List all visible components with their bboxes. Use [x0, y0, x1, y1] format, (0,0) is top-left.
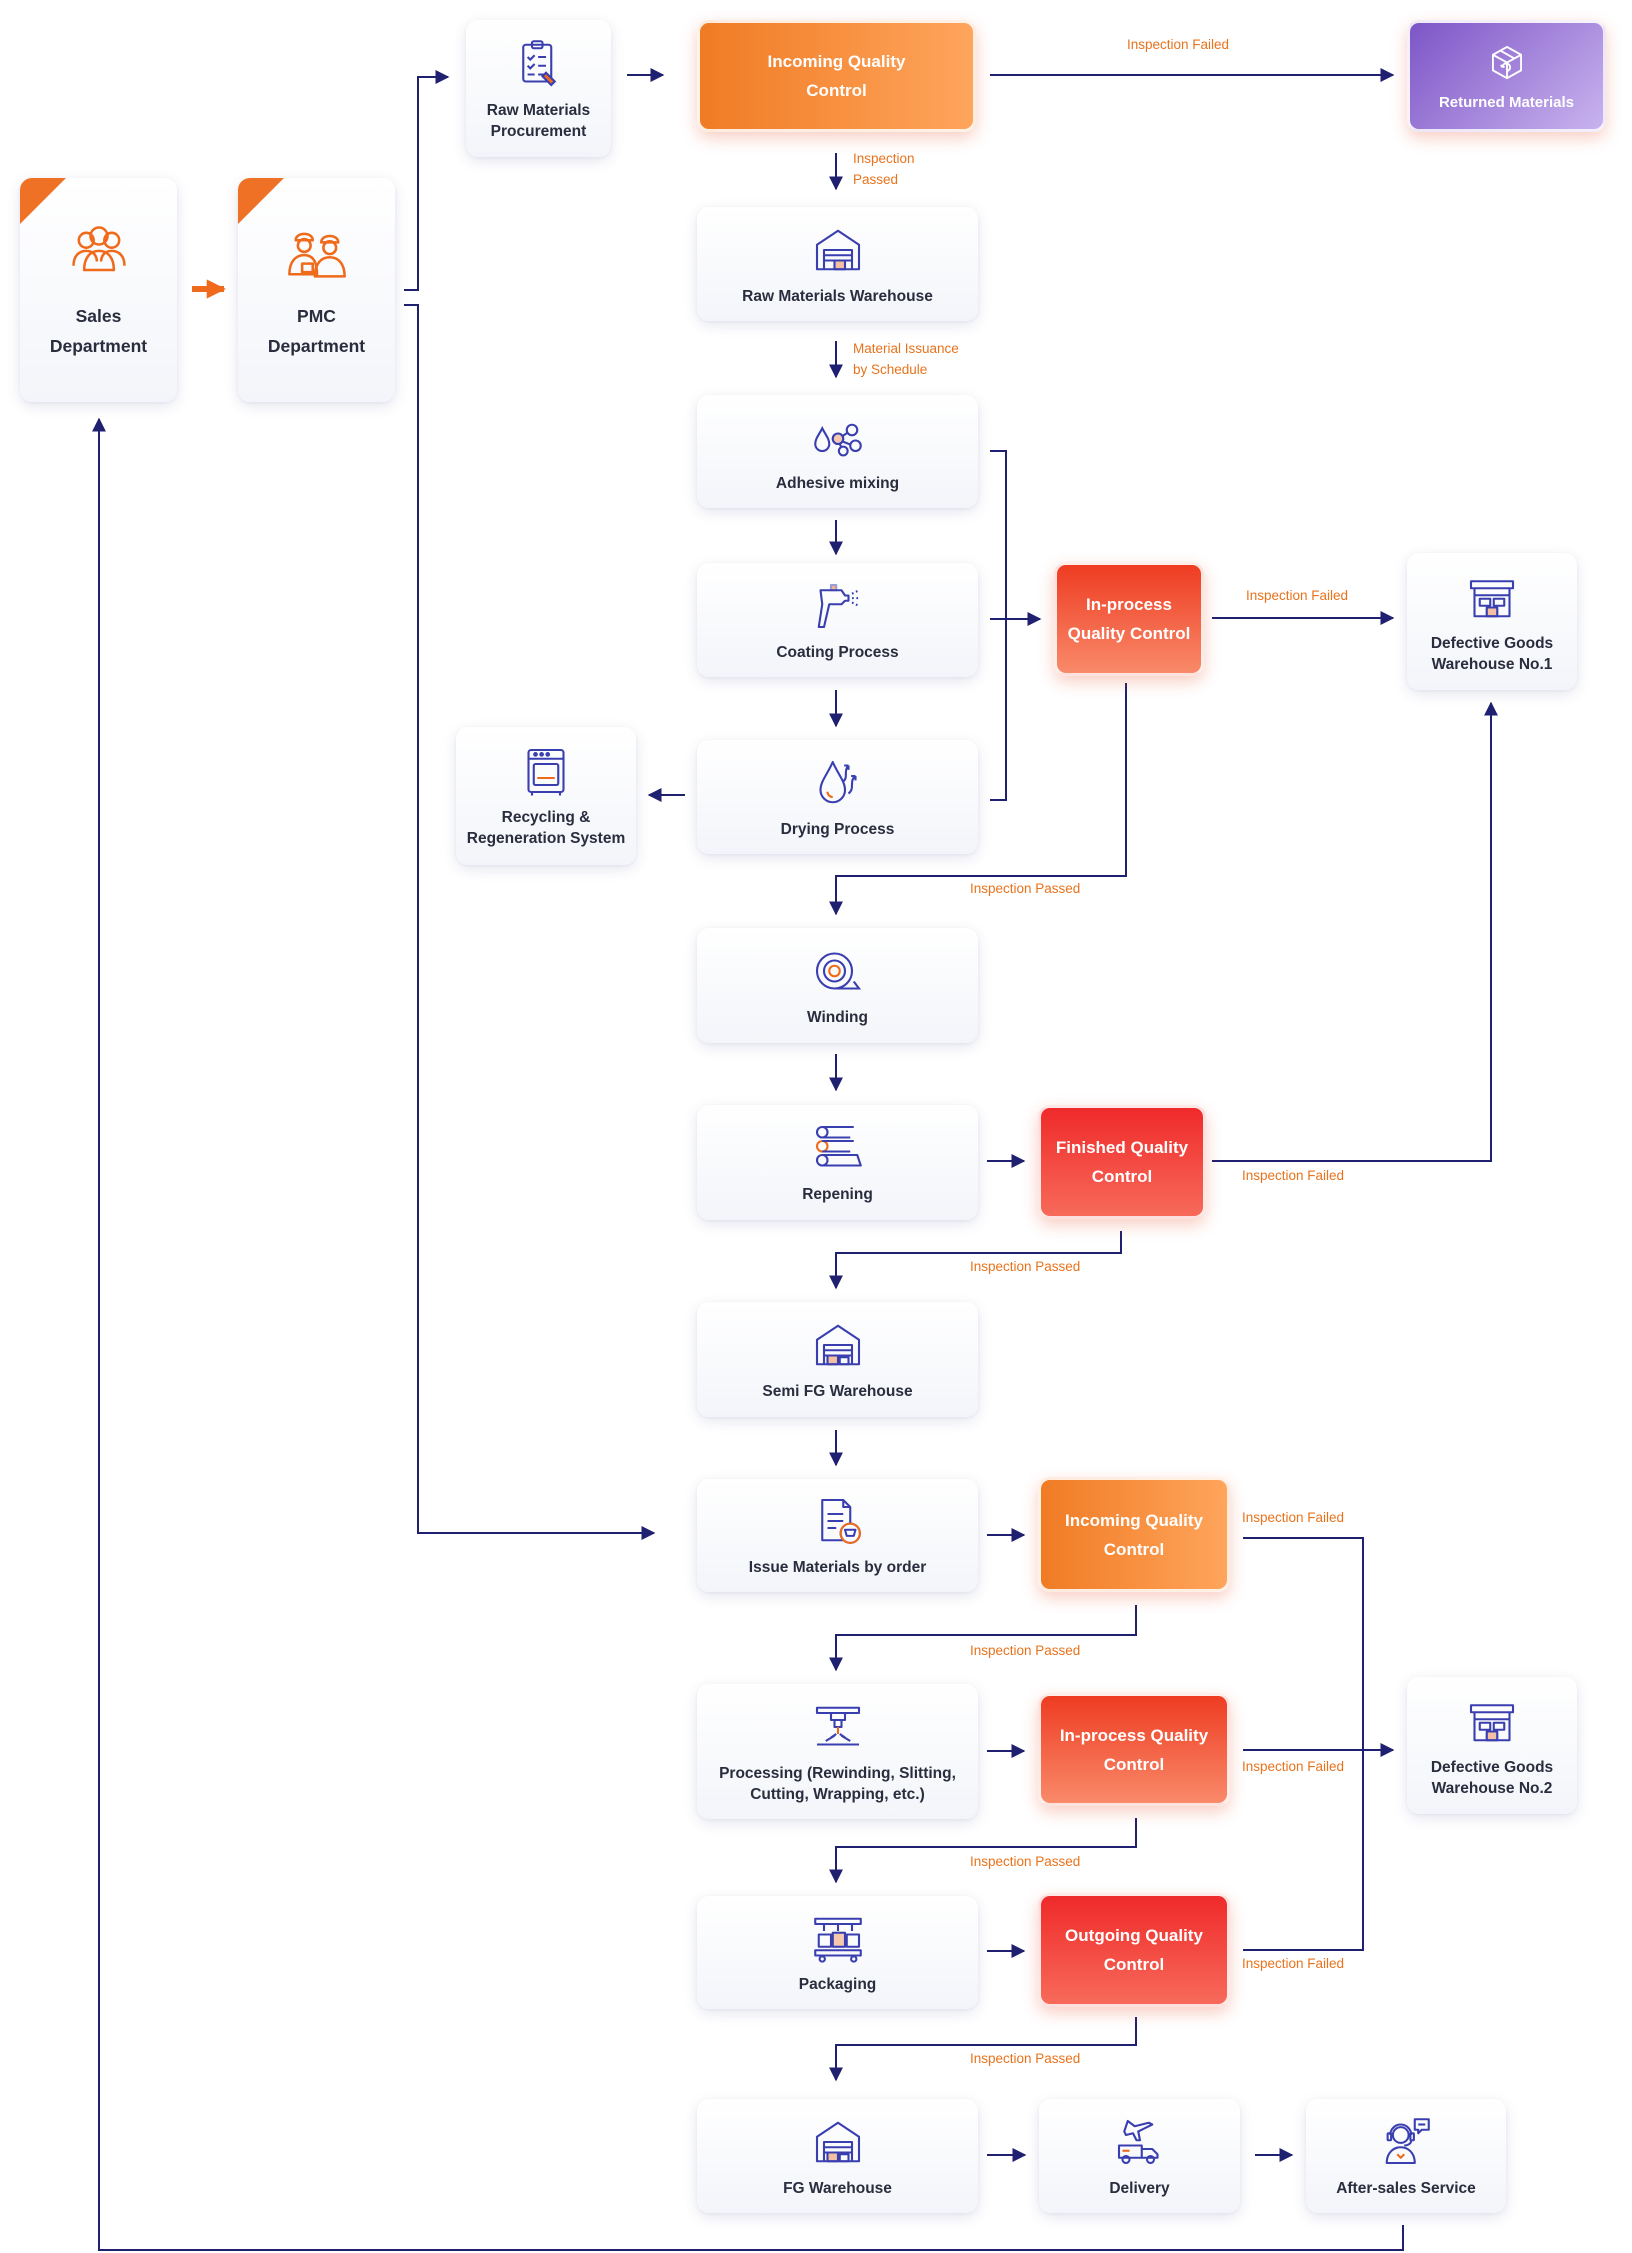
- issue-materials-by-order: Issue Materials by order: [697, 1479, 978, 1592]
- defective-goods-warehouse-1: Defective Goods Warehouse No.1: [1407, 553, 1577, 690]
- note-oqc-failed: Inspection Failed: [1242, 1956, 1345, 1971]
- arrow-ipqc1-winding: [829, 683, 1127, 916]
- arrow-pmc-procurement: [404, 70, 450, 291]
- semi-fg-warehouse: Semi FG Warehouse: [697, 1302, 978, 1417]
- finished-quality-control-label: Finished Quality Control: [1055, 1138, 1189, 1186]
- note-fqc-passed: Inspection Passed: [970, 1259, 1081, 1274]
- note-inspection-passed-raw: Inspection Passed: [853, 151, 915, 187]
- note-oqc-passed: Inspection Passed: [970, 2051, 1081, 2066]
- cutting-machine-icon: [815, 1706, 860, 1746]
- raw-materials-procurement: Raw Materials Procurement: [466, 20, 611, 157]
- warehouse-icon: [815, 229, 860, 270]
- recycling-regeneration-system-label: Recycling & Regeneration System: [466, 809, 626, 847]
- coating-process-label: Coating Process: [776, 643, 899, 661]
- sales-department: Sales Department: [20, 178, 177, 402]
- after-sales-service-label: After-sales Service: [1336, 2179, 1476, 2197]
- raw-materials-warehouse-label: Raw Materials Warehouse: [742, 287, 933, 305]
- packaging: Packaging: [697, 1896, 978, 2009]
- molecule-icon: [813, 423, 862, 457]
- note-ipqc2-failed: Inspection Failed: [1242, 1759, 1345, 1774]
- return-box-icon: [1491, 45, 1522, 79]
- fg-warehouse: FG Warehouse: [697, 2099, 978, 2213]
- winding-label: Winding: [807, 1009, 868, 1026]
- inprocess-quality-control-2: In-process Quality Control: [1038, 1693, 1230, 1806]
- defective-goods-warehouse-1-label: Defective Goods Warehouse No.1: [1430, 634, 1554, 673]
- adhesive-mixing-label: Adhesive mixing: [775, 475, 900, 492]
- note-iqc2-passed: Inspection Passed: [970, 1643, 1081, 1658]
- finished-quality-control: Finished Quality Control: [1038, 1105, 1206, 1219]
- packaging-line-icon: [813, 1917, 862, 1963]
- defective-goods-warehouse-2: Defective Goods Warehouse No.2: [1407, 1677, 1577, 1814]
- defective-warehouse-icon: [1469, 1703, 1515, 1741]
- note-material-issuance: Material Issuance by Schedule: [853, 341, 959, 377]
- incoming-quality-control-1: Incoming Quality Control: [697, 20, 976, 132]
- defective-warehouse-icon: [1469, 579, 1515, 617]
- inprocess-quality-control-1: In-process Quality Control: [1054, 562, 1204, 676]
- order-document-icon: [820, 1498, 861, 1544]
- incoming-quality-control-1-label: Incoming Quality Control: [767, 52, 906, 100]
- sales-department-label: Sales Department: [49, 306, 148, 356]
- processing-label: Processing (Rewinding, Slitting, Cutting…: [719, 1764, 956, 1803]
- warehouse-icon: [815, 1324, 860, 1366]
- delivery-icon: [1117, 2119, 1159, 2164]
- returned-materials: Returned Materials: [1407, 20, 1606, 132]
- engineers-icon: [287, 232, 346, 278]
- drying-process: Drying Process: [697, 740, 978, 854]
- roller-icon: [815, 1125, 862, 1167]
- checklist-icon: [521, 39, 556, 86]
- drying-process-label: Drying Process: [780, 820, 895, 838]
- customer-service-icon: [1385, 2117, 1430, 2164]
- bracket-to-defective2: [1243, 1537, 1364, 1951]
- recycling-regeneration-system: Recycling & Regeneration System: [456, 727, 636, 865]
- outgoing-quality-control-label: Outgoing Quality Control: [1065, 1926, 1203, 1974]
- packaging-label: Packaging: [798, 1976, 877, 1993]
- repening-label: Repening: [802, 1186, 873, 1203]
- arrow-iqc2-processing: [829, 1605, 1137, 1672]
- warehouse-icon: [815, 2121, 860, 2162]
- note-ipqc2-passed: Inspection Passed: [970, 1854, 1081, 1869]
- arrow-fqc-defective1: [1212, 701, 1498, 1162]
- delivery-label: Delivery: [1109, 2179, 1170, 2197]
- repening: Repening: [697, 1105, 978, 1220]
- inprocess-quality-control-1-label: In-process Quality Control: [1067, 595, 1191, 643]
- arrow-pmc-issue: [404, 304, 656, 1540]
- inprocess-quality-control-2-label: In-process Quality Control: [1059, 1725, 1209, 1774]
- drying-icon: [818, 760, 857, 803]
- note-inspection-failed-returned: Inspection Failed: [1127, 37, 1230, 52]
- coating-process: Coating Process: [697, 563, 978, 677]
- raw-materials-warehouse: Raw Materials Warehouse: [697, 207, 978, 321]
- team-icon: [71, 226, 126, 272]
- oven-icon: [527, 748, 565, 796]
- returned-materials-label: Returned Materials: [1438, 93, 1575, 111]
- semi-fg-warehouse-label: Semi FG Warehouse: [762, 1383, 913, 1400]
- incoming-quality-control-2-label: Incoming Quality Control: [1065, 1510, 1203, 1559]
- pmc-department: PMC Department: [238, 178, 395, 402]
- bracket-to-ipqc1: [990, 450, 1007, 801]
- spray-gun-icon: [817, 583, 860, 628]
- winding: Winding: [697, 928, 978, 1043]
- after-sales-service: After-sales Service: [1306, 2099, 1506, 2213]
- note-iqc2-failed: Inspection Failed: [1242, 1510, 1345, 1525]
- fg-warehouse-label: FG Warehouse: [783, 2179, 892, 2197]
- issue-materials-by-order-label: Issue Materials by order: [748, 1559, 927, 1576]
- note-ipqc1-passed: Inspection Passed: [970, 881, 1081, 896]
- arrow-fqc-semifg: [829, 1231, 1122, 1290]
- incoming-quality-control-2: Incoming Quality Control: [1038, 1477, 1230, 1592]
- arrow-ipqc2-packaging: [829, 1818, 1137, 1884]
- arrow-aftersales-sales: [92, 417, 1404, 2251]
- arrow-oqc-fg: [829, 2017, 1137, 2082]
- note-fqc-failed: Inspection Failed: [1242, 1168, 1345, 1183]
- defective-goods-warehouse-2-label: Defective Goods Warehouse No.2: [1430, 1758, 1554, 1797]
- outgoing-quality-control: Outgoing Quality Control: [1038, 1893, 1230, 2007]
- delivery: Delivery: [1039, 2099, 1240, 2213]
- note-ipqc1-failed: Inspection Failed: [1246, 588, 1349, 603]
- raw-materials-procurement-label: Raw Materials Procurement: [486, 101, 591, 140]
- adhesive-mixing: Adhesive mixing: [697, 395, 978, 508]
- pmc-department-label: PMC Department: [267, 306, 366, 356]
- processing: Processing (Rewinding, Slitting, Cutting…: [697, 1684, 978, 1819]
- tape-roll-icon: [815, 952, 861, 990]
